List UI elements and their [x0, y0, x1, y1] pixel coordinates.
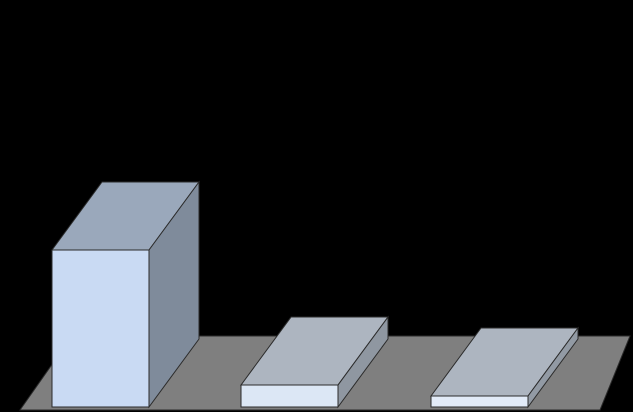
bar-3 — [430, 326, 579, 409]
bar-2 — [240, 315, 389, 409]
bar-2-front — [240, 384, 339, 408]
bar-1-front — [51, 249, 150, 408]
bar-1 — [51, 180, 200, 409]
bar-3-front — [430, 395, 529, 408]
